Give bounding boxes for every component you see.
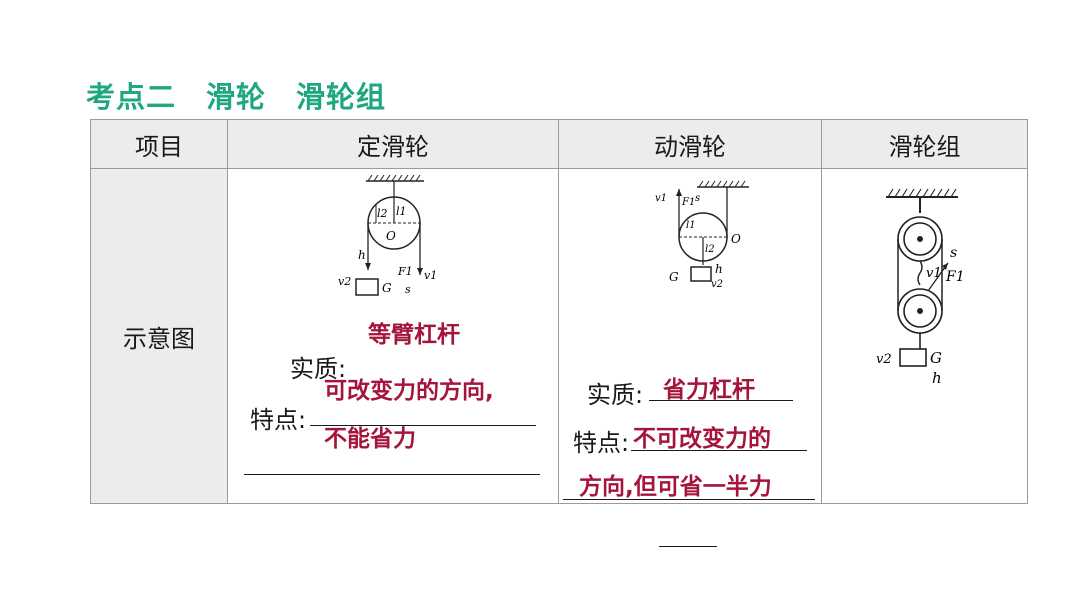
movable-v2-symbol: v2 [711,279,723,290]
movable-feature-blank-line-2 [563,499,815,500]
row-label-diagram: 示意图 [90,168,228,504]
fixed-o-symbol: O [386,229,396,243]
pulley-table: 项目 定滑轮 动滑轮 滑轮组 示意图 [90,119,1028,547]
movable-feature-answer-1: 不可改变力的 [633,426,771,452]
block-f1-symbol: F1 [945,269,965,285]
movable-g-symbol: G [669,270,679,284]
block-g-symbol: G [930,349,942,367]
movable-essence-blank-line [649,400,793,401]
fixed-l1-symbol: l1 [396,205,407,218]
movable-l1-symbol: l1 [686,220,696,231]
movable-o-symbol: O [731,232,741,246]
movable-feature-blank-line-1 [631,450,807,451]
movable-essence-label: 实质: [587,381,644,409]
movable-v1-symbol: v1 [655,193,667,204]
block-v2-symbol: v2 [876,352,892,367]
fixed-essence-answer: 等臂杠杆 [368,322,460,348]
fixed-g-symbol: G [382,281,392,295]
header-movable-pulley: 动滑轮 [558,119,822,169]
fixed-feature-label: 特点: [250,406,307,434]
header-pulley-block: 滑轮组 [821,119,1028,169]
fixed-f1-symbol: F1 [397,265,413,278]
block-v1-symbol: v1 [926,266,942,281]
movable-feature-answer-2: 方向,但可省一半力 [579,474,772,500]
fixed-v2-symbol: v2 [338,275,351,288]
movable-feature-label: 特点: [573,429,630,457]
header-item: 项目 [90,119,228,169]
movable-pulley-diagram: v1 F1 s l1 l2 O h G v2 [655,180,749,290]
fixed-pulley-diagram: l2 l1 O h v2 G F1 v1 s [338,175,437,296]
pulley-block-diagram: s v1 F1 v2 G h [876,188,965,387]
header-fixed-pulley: 定滑轮 [227,119,559,169]
movable-essence-answer: 省力杠杆 [663,377,755,403]
movable-feature-blank-line-3 [659,546,717,547]
fixed-h-symbol: h [358,248,366,262]
block-s-symbol: s [950,245,957,261]
fixed-feature-blank-line-1 [310,425,536,426]
fixed-feature-answer-1: 可改变力的方向, [324,378,494,404]
block-h-symbol: h [932,369,942,387]
movable-pulley-cell: v1 F1 s l1 l2 O h G v2 实质: 省力杠杆 特点: 不可改变… [558,168,822,547]
movable-s-symbol: s [695,193,700,204]
pulley-block-cell: s v1 F1 v2 G h [821,168,1028,504]
fixed-essence-label: 实质: [290,355,347,383]
header-row: 项目 定滑轮 动滑轮 滑轮组 [90,119,1028,169]
fixed-l2-symbol: l2 [377,207,388,220]
fixed-feature-blank-line-2 [244,474,540,475]
movable-h-symbol: h [715,262,723,276]
fixed-pulley-cell: l2 l1 O h v2 G F1 v1 s 等臂杠杆 实质: 可改变力的方向,… [227,168,559,504]
fixed-v1-symbol: v1 [424,269,437,282]
movable-l2-symbol: l2 [705,244,715,255]
movable-f1-symbol: F1 [681,197,695,208]
fixed-feature-answer-2: 不能省力 [324,426,416,452]
section-title: 考点二 滑轮 滑轮组 [86,80,387,114]
fixed-s-symbol: s [405,283,411,296]
diagram-row: 示意图 l2 l1 O [90,168,1028,547]
